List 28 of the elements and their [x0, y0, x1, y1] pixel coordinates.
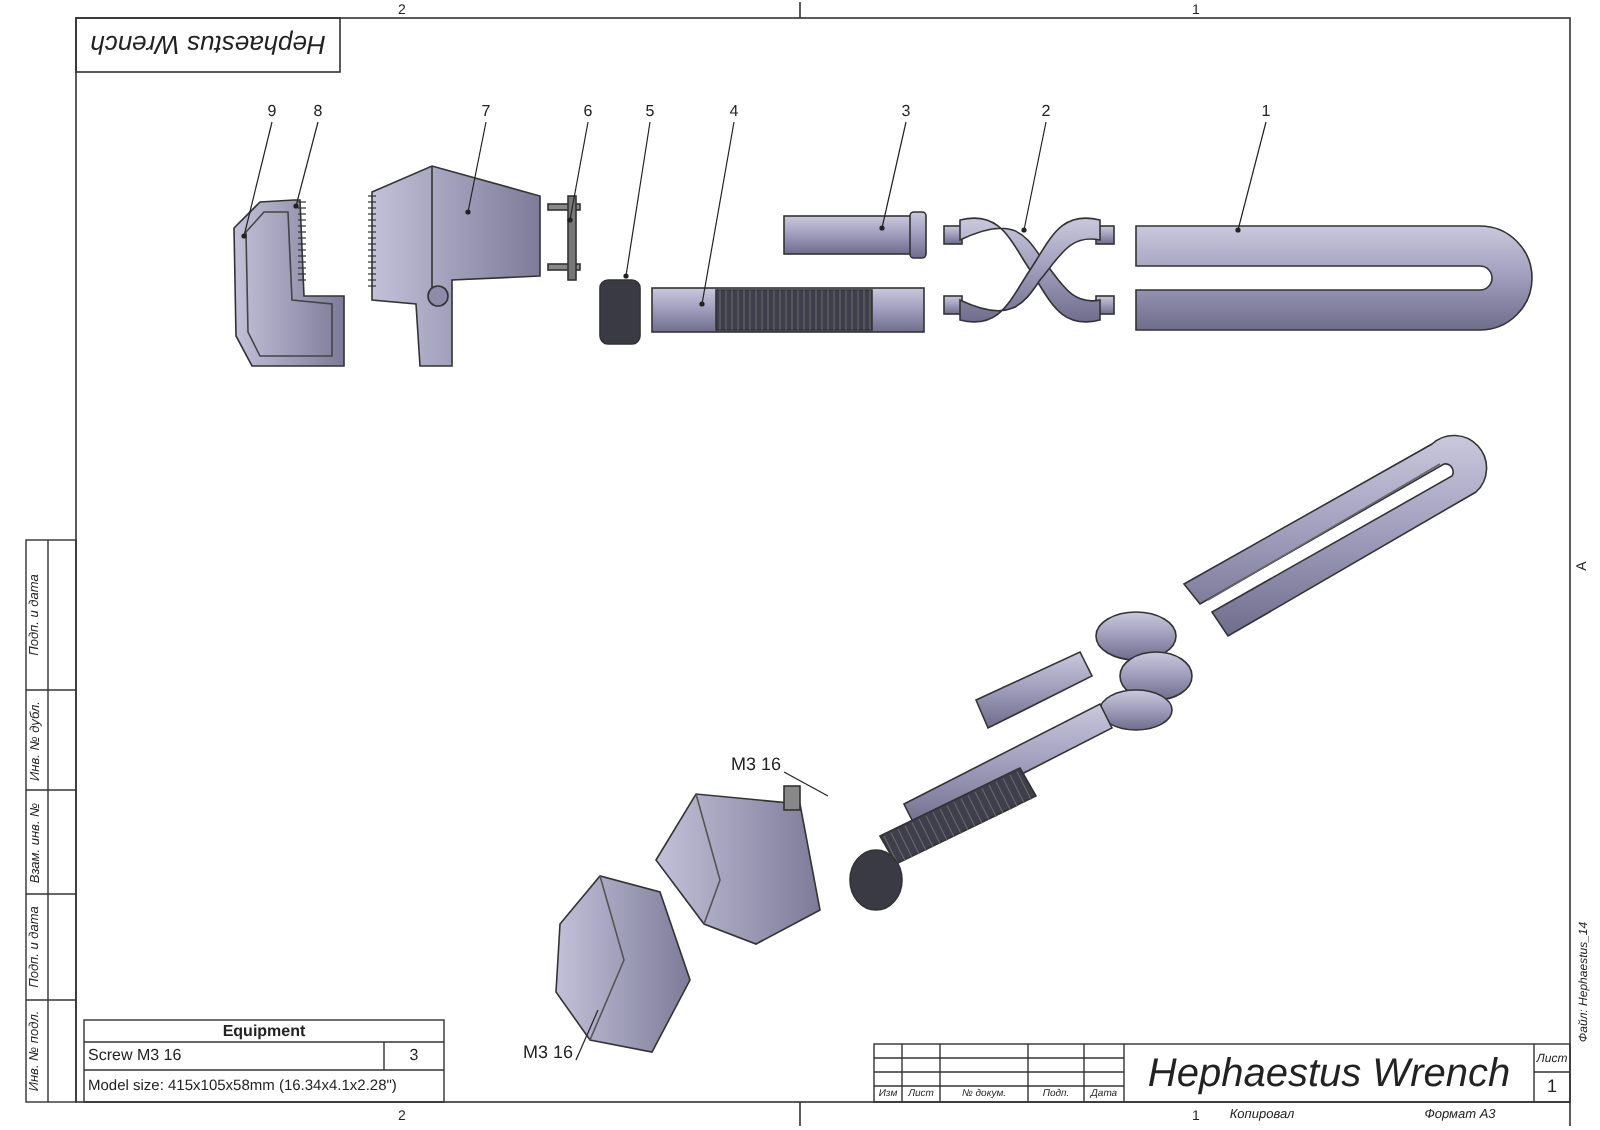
leader-line [575, 1009, 599, 1061]
leader-line [623, 121, 651, 279]
callout-number: 1 [1256, 100, 1276, 122]
callout-number: 9 [262, 100, 282, 122]
table-cell-text: Screw M3 16 [86, 1044, 184, 1068]
callout-number: 2 [1036, 100, 1056, 122]
part-label: M3 16 [728, 754, 784, 776]
drawing-title: Hephaestus Wrench [1145, 1049, 1513, 1099]
table-header: Equipment [220, 1020, 308, 1042]
leader-line [879, 121, 907, 231]
callout-number: 4 [724, 100, 744, 122]
leader-line [1235, 121, 1267, 233]
callout-number: 5 [640, 100, 660, 122]
table-cell-text: 3 [407, 1044, 421, 1068]
leader-line [699, 121, 735, 307]
callout-number: 8 [308, 100, 328, 122]
leader-line [783, 771, 829, 797]
part-label: M3 16 [520, 1042, 576, 1064]
leader-line [1021, 121, 1047, 233]
callout-number: 6 [578, 100, 598, 122]
callout-number: 3 [896, 100, 916, 122]
drawing-title: Hephaestus Wrench [88, 28, 328, 64]
leader-line [567, 121, 589, 223]
leader-line [241, 121, 273, 239]
callout-number: 7 [476, 100, 496, 122]
leader-line [465, 121, 487, 215]
sheet-number: 1 [1544, 1074, 1559, 1100]
leader-line [293, 121, 319, 209]
